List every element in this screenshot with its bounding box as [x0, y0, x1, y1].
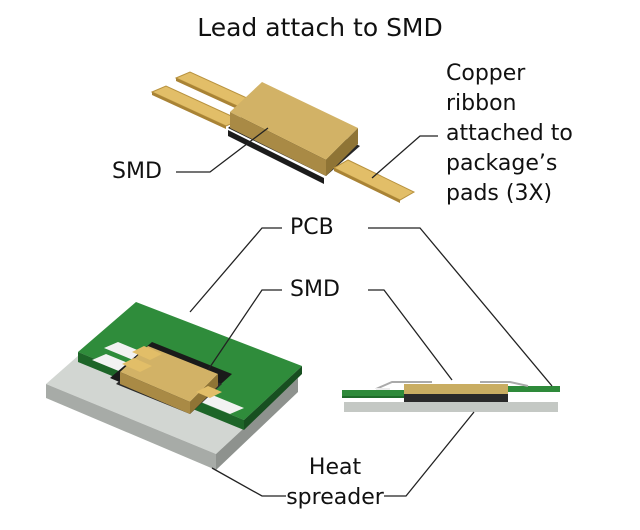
pcb-pad-3: [196, 394, 244, 414]
label-copper-line-3: attached to: [446, 121, 573, 146]
cs-pcb-left: [342, 390, 404, 396]
leader-smd-top: [176, 127, 269, 173]
smd-3d-top: [120, 346, 218, 402]
label-heat-line-2: spreader: [286, 485, 384, 510]
cross-section: [342, 381, 560, 412]
pcb-right: [244, 366, 302, 430]
heat-spreader-front: [46, 384, 216, 470]
cs-pad-left: [376, 388, 390, 390]
cs-pcb-right: [508, 386, 560, 392]
cs-smd-base: [404, 394, 508, 402]
smd-3d-front: [120, 372, 190, 414]
leader-heat-right: [384, 411, 475, 497]
ribbon-3d-1: [132, 346, 162, 360]
label-smd-bottom: SMD: [290, 277, 340, 302]
smd-top-side-front: [230, 112, 326, 176]
leader-pcb-right: [368, 227, 553, 387]
pcb-3d-assembly: [46, 302, 302, 470]
cs-ribbon-left: [375, 381, 432, 390]
top-smd-assembly: [150, 71, 416, 203]
smd-top-underlayer: [228, 130, 324, 184]
label-smd-top: SMD: [112, 159, 162, 184]
smd-top-face: [230, 82, 358, 160]
label-copper-line-5: pads (3X): [446, 181, 553, 206]
ribbon-3d-2: [122, 358, 152, 372]
leader-pcb-left: [189, 227, 282, 313]
copper-ribbon-back-2-edge: [152, 92, 226, 129]
cs-ribbon-right: [480, 381, 529, 387]
ribbon-3d-3: [196, 386, 222, 398]
smd-top-side-right: [326, 128, 358, 176]
copper-ribbon-front: [332, 159, 416, 201]
cs-smd-body: [404, 384, 508, 394]
label-heat-line-1: Heat: [308, 455, 362, 480]
label-copper-line-1: Copper: [446, 61, 526, 86]
copper-ribbon-front-edge: [334, 168, 400, 203]
leader-smd-bottom-left: [207, 289, 282, 371]
copper-ribbon-back-1-edge: [176, 78, 246, 113]
leader-copper: [371, 135, 438, 179]
diagram-title: Lead attach to SMD: [197, 13, 443, 42]
leader-smd-bottom-right: [368, 289, 453, 381]
cs-heat-spreader: [344, 402, 558, 412]
cs-pcb-under-left: [342, 396, 404, 398]
label-copper-line-4: package’s: [446, 151, 558, 176]
leader-lines: [176, 127, 553, 497]
label-pcb: PCB: [290, 215, 334, 240]
label-copper-line-2: ribbon: [446, 91, 517, 116]
leader-heat-left: [211, 467, 286, 497]
heat-spreader-right: [216, 378, 298, 470]
